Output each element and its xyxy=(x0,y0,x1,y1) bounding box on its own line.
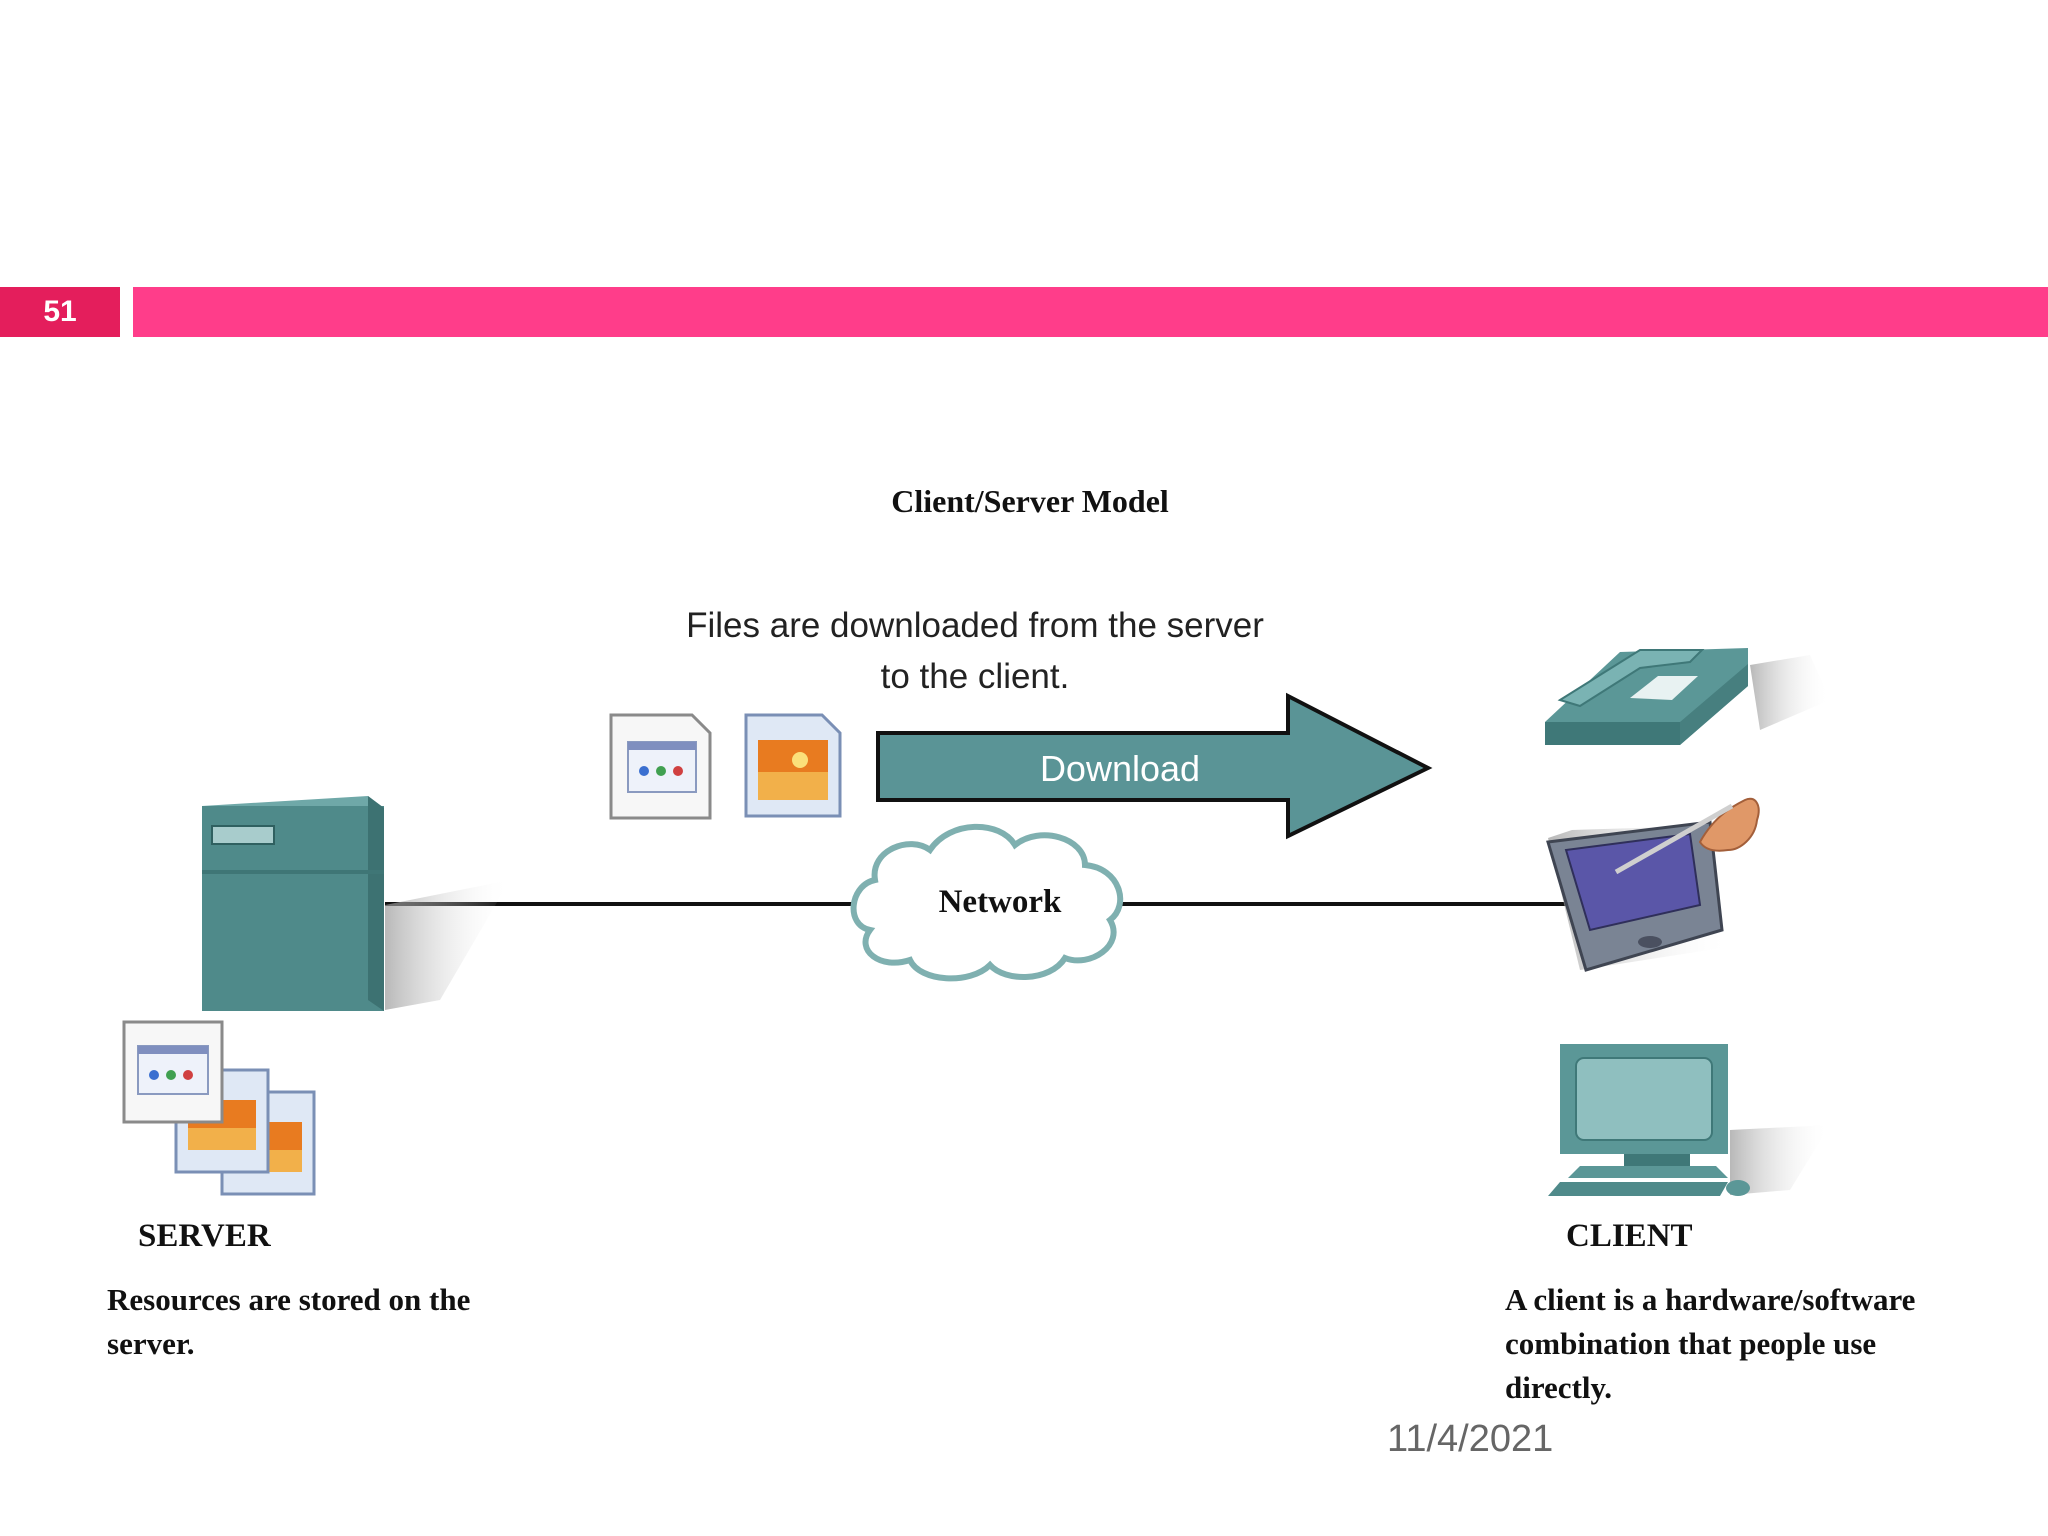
server-tower-icon xyxy=(202,796,510,1011)
download-caption: Files are downloaded from the server to … xyxy=(686,606,1264,696)
server-files-icon xyxy=(122,1020,316,1196)
slide-number-text: 51 xyxy=(43,295,77,328)
image-file-icon xyxy=(744,713,842,818)
network-label: Network xyxy=(938,884,1062,920)
server-description: Resources are stored on the server. xyxy=(107,1282,471,1361)
header-bar xyxy=(133,287,2048,337)
client-description: A client is a hardware/software combinat… xyxy=(1505,1282,1916,1405)
diagram-title: Client/Server Model xyxy=(891,483,1169,519)
client-label: CLIENT xyxy=(1566,1218,1693,1254)
slide-date: 11/4/2021 xyxy=(1387,1418,1554,1460)
download-arrow-label: Download xyxy=(1039,748,1201,789)
document-file-icon xyxy=(609,713,712,820)
server-label: SERVER xyxy=(138,1218,271,1254)
download-arrow xyxy=(876,692,1433,840)
telephone-icon xyxy=(1545,648,1830,745)
network-cloud-icon xyxy=(850,823,1124,982)
pda-device-icon xyxy=(1546,797,1760,972)
slide-number: 51 xyxy=(0,287,120,337)
desktop-computer-icon xyxy=(1548,1044,1830,1196)
